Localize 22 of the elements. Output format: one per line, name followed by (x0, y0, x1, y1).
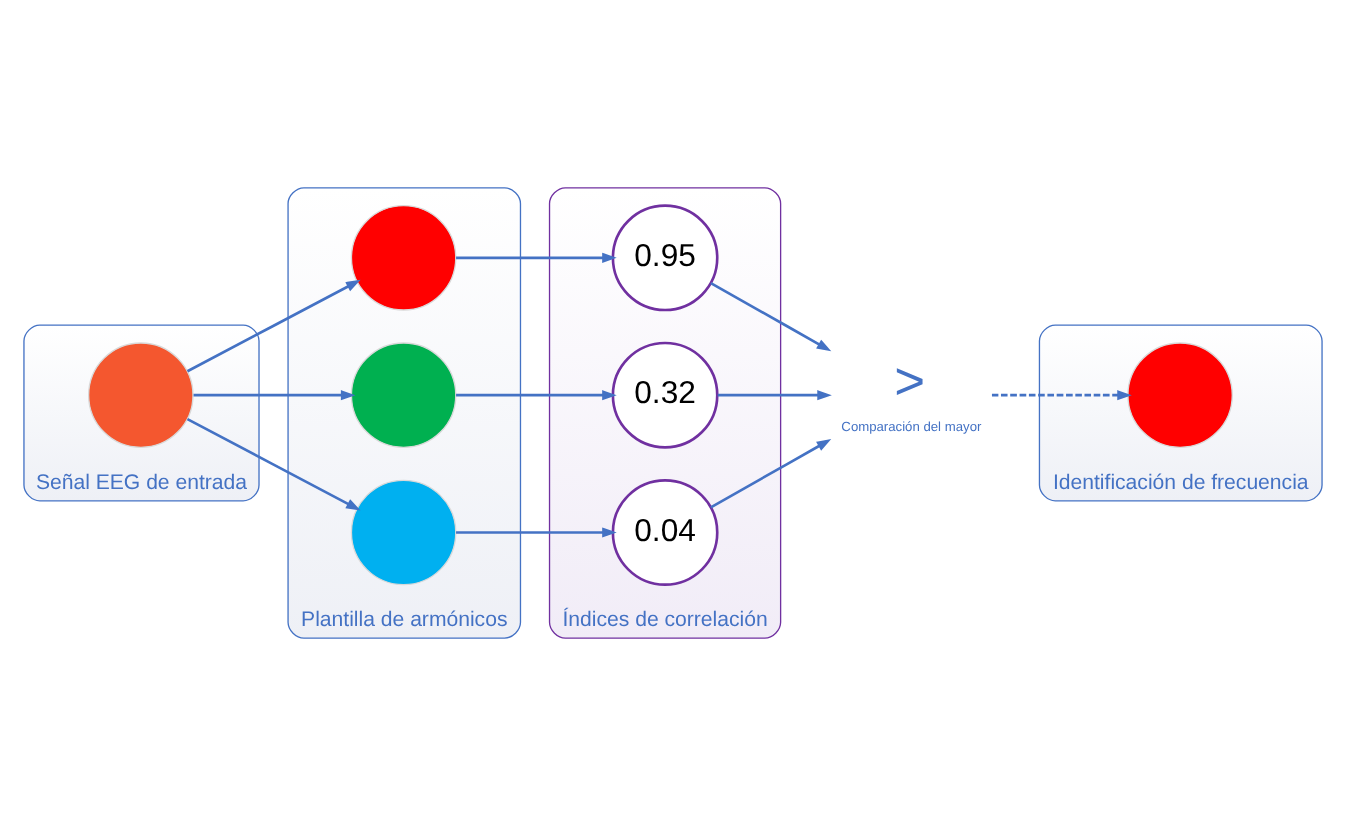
arrow (186, 279, 361, 373)
cluster: Señal EEG de entrada (23, 324, 260, 502)
cluster: Identificación de frecuencia (1038, 324, 1323, 502)
arrow (186, 417, 361, 511)
arrow (456, 390, 617, 401)
arrow (456, 527, 617, 538)
arrow (710, 281, 832, 352)
node-text: > (894, 351, 926, 412)
node-circle (350, 342, 457, 448)
node-circle (350, 479, 457, 586)
arrow (710, 439, 832, 509)
cluster: Plantilla de armónicos (287, 187, 522, 639)
arrow (456, 252, 617, 263)
node-circle: 0.32 (611, 341, 719, 449)
arrow (991, 390, 1132, 401)
node-circle (88, 342, 194, 448)
node-circle (1127, 342, 1233, 448)
node-circle (350, 205, 457, 311)
node-circle: 0.95 (611, 204, 719, 312)
arrow (717, 390, 832, 401)
node-circle: 0.04 (611, 479, 719, 586)
arrow (193, 390, 356, 401)
